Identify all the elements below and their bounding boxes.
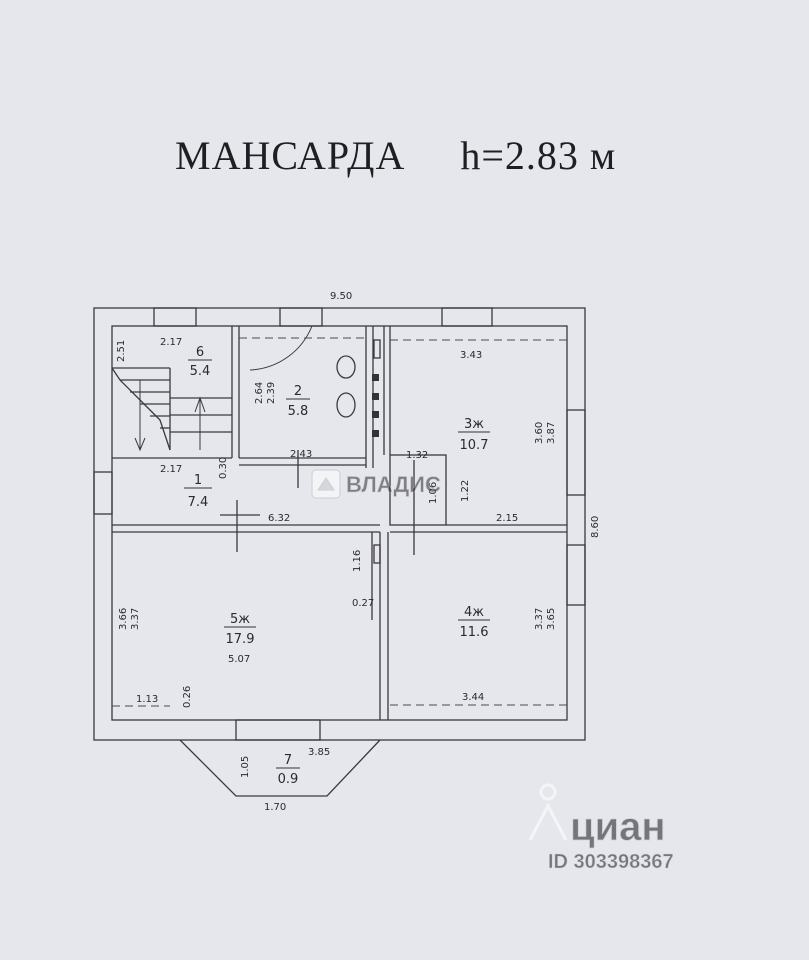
plan-title: МАНСАРДА h=2.83 м xyxy=(175,132,616,179)
room-3-number: 3ж xyxy=(464,417,484,432)
dim-r5-niche-wall: 0.27 xyxy=(352,598,374,609)
house-logo-icon xyxy=(311,469,341,499)
dim-r5-width: 5.07 xyxy=(228,654,250,665)
cian-pin-icon xyxy=(528,783,568,841)
room-1-number: 1 xyxy=(194,473,202,488)
vladis-watermark: ВЛАДИС xyxy=(311,469,441,499)
floor-name: МАНСАРДА xyxy=(175,133,406,178)
room-6-number: 6 xyxy=(196,345,204,360)
dim-r3-width: 3.43 xyxy=(460,350,482,361)
cian-text: циан xyxy=(570,805,666,849)
room-2-number: 2 xyxy=(294,384,302,399)
dim-r1-width-left: 2.17 xyxy=(160,464,182,475)
dim-r5-bottom-step: 0.26 xyxy=(182,686,193,708)
bay-outline xyxy=(179,739,381,797)
room-5-number: 5ж xyxy=(230,612,250,627)
dim-overall-width: 9.50 xyxy=(330,291,352,302)
dim-r2-depth-a: 2.64 xyxy=(254,382,265,404)
dim-r7-width-top: 3.85 xyxy=(308,747,330,758)
room-1-area: 7.4 xyxy=(188,495,209,510)
dim-r7-depth: 1.05 xyxy=(240,756,251,778)
dim-r1-depth-b: 1.22 xyxy=(460,480,471,502)
dim-overall-depth: 8.60 xyxy=(590,516,601,538)
room-4-number: 4ж xyxy=(464,605,484,620)
dim-r3-depth-b: 3.87 xyxy=(546,422,557,444)
cian-watermark: циан ID 303398367 xyxy=(528,783,674,873)
dim-r5-depth-b: 3.37 xyxy=(130,608,141,630)
dim-r4-width: 3.44 xyxy=(462,692,484,703)
dim-r3-depth-a: 3.60 xyxy=(534,422,545,444)
dim-r1-length: 6.32 xyxy=(268,513,290,524)
room-4-area: 11.6 xyxy=(460,625,489,640)
dim-r7-width-bottom: 1.70 xyxy=(264,802,286,813)
dim-r2-depth-b: 2.39 xyxy=(266,382,277,404)
dim-r5-niche-depth: 1.16 xyxy=(352,550,363,572)
inner-wall-outline xyxy=(111,325,568,721)
dim-r4-depth-a: 3.37 xyxy=(534,608,545,630)
dim-r5-depth-a: 3.66 xyxy=(118,608,129,630)
ceiling-height: h=2.83 м xyxy=(460,133,617,178)
cian-id: ID 303398367 xyxy=(548,851,674,873)
dim-r4-depth-b: 3.65 xyxy=(546,608,557,630)
room-2-area: 5.8 xyxy=(288,404,309,419)
dim-r3-width-b: 2.15 xyxy=(496,513,518,524)
dim-wall-030: 0.30 xyxy=(218,457,229,479)
room-5-area: 17.9 xyxy=(226,632,255,647)
dim-r1-width-right: 1.32 xyxy=(406,450,428,461)
dim-r6-depth: 2.51 xyxy=(116,340,127,362)
room-6-area: 5.4 xyxy=(190,364,211,379)
toilet-icon xyxy=(336,355,356,379)
sink-icon xyxy=(336,392,356,418)
dim-r2-width: 2.43 xyxy=(290,449,312,460)
room-3-area: 10.7 xyxy=(460,438,489,453)
dim-r6-width: 2.17 xyxy=(160,337,182,348)
dim-r5-bottom-left: 1.13 xyxy=(136,694,158,705)
vladis-text: ВЛАДИС xyxy=(346,472,441,497)
room-7-area: 0.9 xyxy=(278,772,299,787)
room-7-number: 7 xyxy=(284,753,292,768)
dim-r1-depth-a: 1.06 xyxy=(428,482,439,504)
outer-wall xyxy=(93,307,586,741)
